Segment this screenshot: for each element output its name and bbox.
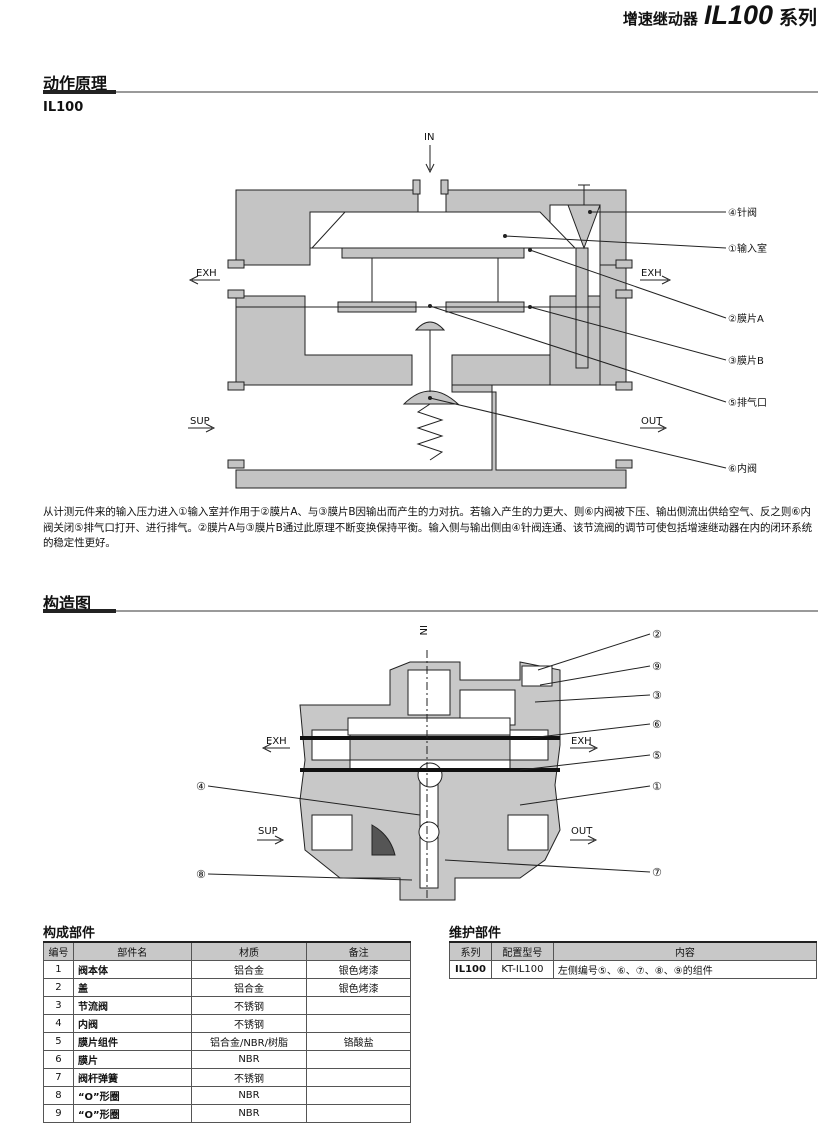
callout-1: ①输入室 [728,242,767,255]
col-header: 部件名 [72,941,192,961]
label-exh-right: EXH [571,736,592,747]
callout-2: ② [652,628,662,641]
label-in: IN [417,625,428,635]
label-out: OUT [641,416,663,427]
principle-description: 从计测元件来的输入压力进入①输入室并作用于②膜片A、与③膜片B因输出而产生的力对… [43,506,813,549]
label-exh-left: EXH [266,736,287,747]
callout-4: ④针阀 [728,206,757,219]
callout-1: ① [652,780,662,793]
section-subtitle: IL100 [43,100,84,115]
label-sup: SUP [258,826,278,837]
label-exh-left: EXH [196,268,217,279]
callout-7: ⑦ [652,866,662,879]
parts-table-title: 构成部件 [43,926,96,941]
model-name: IL100 [703,0,773,30]
callout-8: ⑧ [196,868,206,881]
page-header: 增速继动器 IL100 系列 [623,0,817,36]
structure-diagram: IN EXH EXH SUP OUT ② ⑨ ③ ⑥ ⑤ ① ④ ⑧ ⑦ [196,625,662,901]
series-suffix: 系列 [778,7,817,29]
section-rule [43,609,818,613]
label-in: IN [424,132,434,143]
callout-5: ⑤排气口 [728,396,767,409]
maint-table-title: 维护部件 [449,926,502,941]
callout-3: ③膜片B [728,354,764,367]
col-header: 系列 [449,941,492,961]
callout-3: ③ [652,689,662,702]
label-sup: SUP [190,416,210,427]
label-out: OUT [571,826,593,837]
callout-6: ⑥ [652,718,662,731]
callout-9: ⑨ [652,660,662,673]
series-name: 增速继动器 [622,10,698,28]
col-header: 配置型号 [490,941,554,961]
label-exh-right: EXH [641,268,662,279]
col-header: 材质 [190,941,308,961]
callout-4: ④ [196,780,206,793]
callout-5: ⑤ [652,749,662,762]
callout-2: ②膜片A [728,312,764,325]
section-rule [43,90,818,94]
col-header: 备注 [306,941,411,961]
col-header: 内容 [552,941,818,961]
section-title-structure: 构造图 [43,594,92,613]
callout-6: ⑥内阀 [728,462,757,475]
principle-diagram: IN EXH EXH SUP OUT ④针阀 ①输入室 ②膜片A ③膜片B ⑤排… [188,132,767,489]
section-title-principle: 动作原理 [43,74,108,93]
col-header: 编号 [43,941,74,961]
